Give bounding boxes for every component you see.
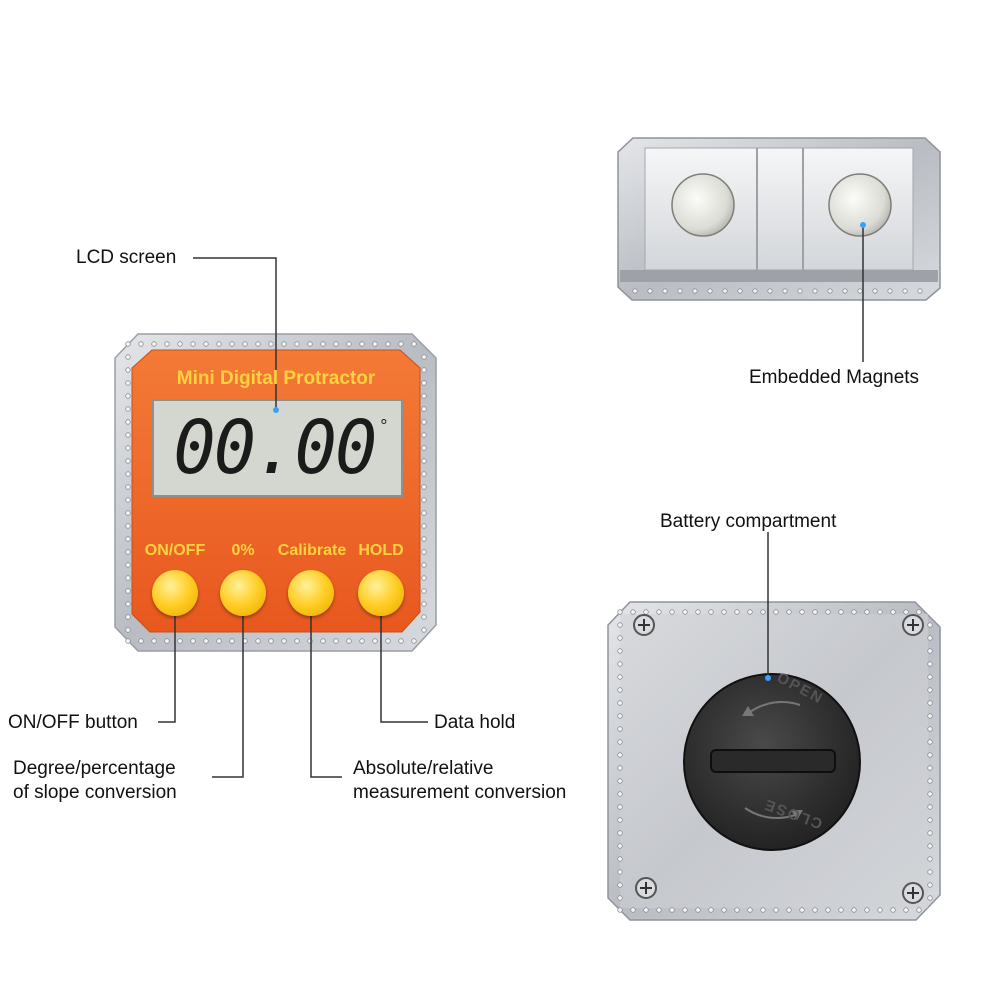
on-off-button[interactable] xyxy=(152,570,198,616)
callout-embedded-magnets: Embedded Magnets xyxy=(749,367,920,388)
magnet-right xyxy=(828,173,892,237)
front-protractor xyxy=(114,333,437,652)
battery-cap-slot xyxy=(710,749,836,773)
button-label-hold: HOLD xyxy=(358,542,404,559)
back-view xyxy=(607,601,941,921)
callout-data-hold: Data hold xyxy=(434,712,516,733)
lcd-screen xyxy=(152,399,403,497)
button-label-calibrate: Calibrate xyxy=(277,542,347,559)
button-label-zero-percent: 0% xyxy=(231,542,255,559)
lcd-digits: 00.00 xyxy=(172,405,377,491)
callout-absolute-line2: measurement conversion xyxy=(353,782,567,803)
device-title: Mini Digital Protractor xyxy=(176,368,376,389)
screw-icons xyxy=(633,614,924,904)
top-rivets xyxy=(632,288,923,294)
leader-lines xyxy=(158,225,864,778)
callout-absolute-line1: Absolute/relative xyxy=(353,758,494,779)
callout-slope-line1: Degree/percentage xyxy=(13,758,176,779)
back-rivets xyxy=(617,609,933,913)
button-label-on-off: ON/OFF xyxy=(144,542,206,559)
lcd-degree-symbol: ° xyxy=(380,416,388,436)
callout-slope-line2: of slope conversion xyxy=(13,782,177,803)
lcd-reading: 00.00 ° xyxy=(153,400,402,496)
callout-lcd-screen: LCD screen xyxy=(76,247,177,268)
callout-battery-compartment: Battery compartment xyxy=(660,511,837,532)
zero-percent-button[interactable] xyxy=(220,570,266,616)
magnet-left xyxy=(671,173,735,237)
hold-button[interactable] xyxy=(358,570,404,616)
callout-on-off-button: ON/OFF button xyxy=(8,712,138,733)
calibrate-button[interactable] xyxy=(288,570,334,616)
frame-rivets xyxy=(125,341,427,644)
top-view-magnets xyxy=(617,137,941,301)
